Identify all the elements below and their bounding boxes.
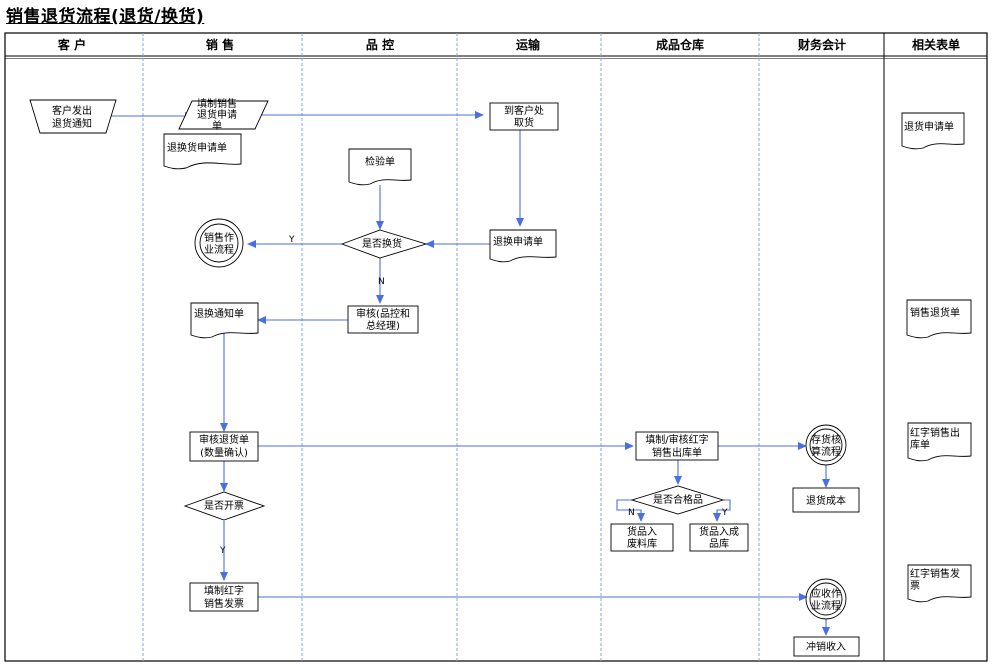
doc-notice-label: 退换通知单	[194, 307, 244, 320]
node-red-invoice-line2: 销售发票	[204, 597, 244, 610]
node-fill-return-form-line3: 单	[212, 120, 222, 132]
node-finished-store-line2: 品库	[709, 537, 729, 550]
node-review-shape	[347, 305, 419, 334]
lane-header-transport: 运输	[516, 37, 541, 52]
label-exchange-yes: Y	[288, 235, 295, 245]
node-red-outbound-line2: 销售出库单	[652, 446, 702, 459]
node-red-outbound-shape	[635, 431, 719, 461]
form-red-invoice-shape	[907, 564, 972, 603]
node-review-return-shape	[189, 431, 259, 462]
node-red-invoice-line1: 填制红字	[204, 584, 244, 597]
node-review-line2: 总经理)	[366, 319, 400, 332]
form-return-request-shape	[901, 112, 965, 150]
node-red-outbound-line1: 填制/审核红字	[645, 433, 708, 446]
node-inventory-flow-line1: 存货核	[811, 433, 841, 446]
node-return-cost-label: 退货成本	[806, 494, 846, 507]
node-customer-notice-shape	[29, 99, 117, 134]
doc-inspection-label: 检验单	[365, 155, 395, 168]
edges	[111, 111, 830, 636]
node-is-qualified-label: 是否合格品	[653, 493, 703, 506]
form-red-invoice-line2: 票	[910, 580, 920, 592]
node-red-invoice-shape	[189, 582, 259, 612]
node-pickup-line1: 到客户处	[504, 104, 544, 117]
form-red-outbound-line1: 红字销售出	[910, 426, 960, 439]
node-sales-flow-line2: 业流程	[204, 243, 234, 256]
shapes	[29, 99, 972, 657]
node-is-invoiced-label: 是否开票	[204, 500, 244, 512]
node-is-qualified-shape	[630, 485, 725, 515]
node-review-return-line2: (数量确认)	[200, 446, 248, 459]
node-is-exchange-label: 是否换货	[362, 237, 402, 250]
node-customer-notice-line2: 退货通知	[52, 117, 92, 130]
node-return-cost-shape	[792, 487, 860, 513]
page-title: 销售退货流程(退货/换货)	[6, 7, 205, 27]
doc-exchange-shape	[489, 229, 557, 263]
form-red-outbound-line2: 库单	[910, 438, 930, 451]
node-fill-return-form-line2: 退货申请	[197, 108, 237, 121]
lane-header-customer: 客 户	[57, 37, 86, 52]
node-review-return-line1: 审核退货单	[199, 433, 249, 446]
doc-exchange-label: 退换申请单	[493, 235, 543, 248]
label-invoice-yes: Y	[219, 546, 226, 556]
node-scrap-store-line2: 废料库	[627, 537, 657, 550]
node-inventory-flow-line2: 算流程	[811, 445, 841, 458]
node-is-exchange-shape	[340, 229, 428, 259]
form-sales-return-shape	[906, 299, 972, 339]
node-pickup-shape	[489, 102, 559, 131]
doc-return-exchange-label: 退换货申请单	[167, 141, 227, 154]
form-red-invoice-line1: 红字销售发	[910, 567, 960, 580]
swimlane-frame	[4, 32, 988, 662]
form-return-request-label: 退货申请单	[904, 120, 954, 133]
doc-return-exchange-shape	[163, 133, 242, 170]
node-scrap-store-line1: 货品入	[627, 525, 657, 538]
node-fill-return-form-line1: 填制销售	[197, 97, 237, 110]
edge-qualified-no	[616, 499, 645, 522]
lane-header-forms: 相关表单	[912, 37, 960, 52]
node-labels: 客户发出 退货通知 填制销售 退货申请 单 退换货申请单 到客户处 取货 检验单…	[52, 97, 960, 653]
form-sales-return-label: 销售退货单	[910, 306, 960, 319]
node-finished-store-line1: 货品入成	[699, 525, 739, 538]
label-qualified-yes: Y	[721, 508, 728, 518]
node-inventory-flow-inner	[809, 428, 843, 462]
lane-header-qc: 品 控	[366, 37, 394, 52]
lane-header-warehouse: 成品仓库	[656, 37, 704, 52]
label-exchange-no: N	[378, 277, 385, 287]
node-customer-notice-line1: 客户发出	[52, 104, 92, 117]
edge-labels: Y N N Y Y	[219, 235, 728, 556]
node-is-invoiced-shape	[183, 491, 266, 521]
lane-headers: 客 户 销 售 品 控 运输 成品仓库 财务会计 相关表单	[57, 37, 960, 52]
form-red-outbound-shape	[907, 422, 972, 462]
edge-qualified-yes	[713, 499, 731, 522]
node-review-line1: 审核(品控和	[356, 307, 410, 320]
node-scrap-store-shape	[610, 523, 674, 552]
node-finished-store-shape	[689, 523, 749, 552]
doc-notice-shape	[190, 302, 259, 339]
node-fill-return-form-shape	[178, 100, 269, 130]
node-receivable-flow-line2: 业流程	[811, 599, 841, 612]
lane-header-sales: 销 售	[206, 37, 234, 52]
node-sales-flow-inner	[199, 223, 239, 263]
lane-header-finance: 财务会计	[797, 37, 846, 52]
node-offset-income-shape	[793, 636, 860, 657]
node-offset-income-label: 冲销收入	[806, 640, 846, 653]
node-pickup-line2: 取货	[514, 116, 534, 129]
node-receivable-flow-inner	[809, 582, 843, 616]
label-qualified-no: N	[628, 508, 635, 518]
node-receivable-flow-line1: 应收作	[811, 587, 841, 600]
node-sales-flow-line1: 销售作	[204, 231, 234, 244]
doc-inspection-shape	[348, 148, 412, 186]
